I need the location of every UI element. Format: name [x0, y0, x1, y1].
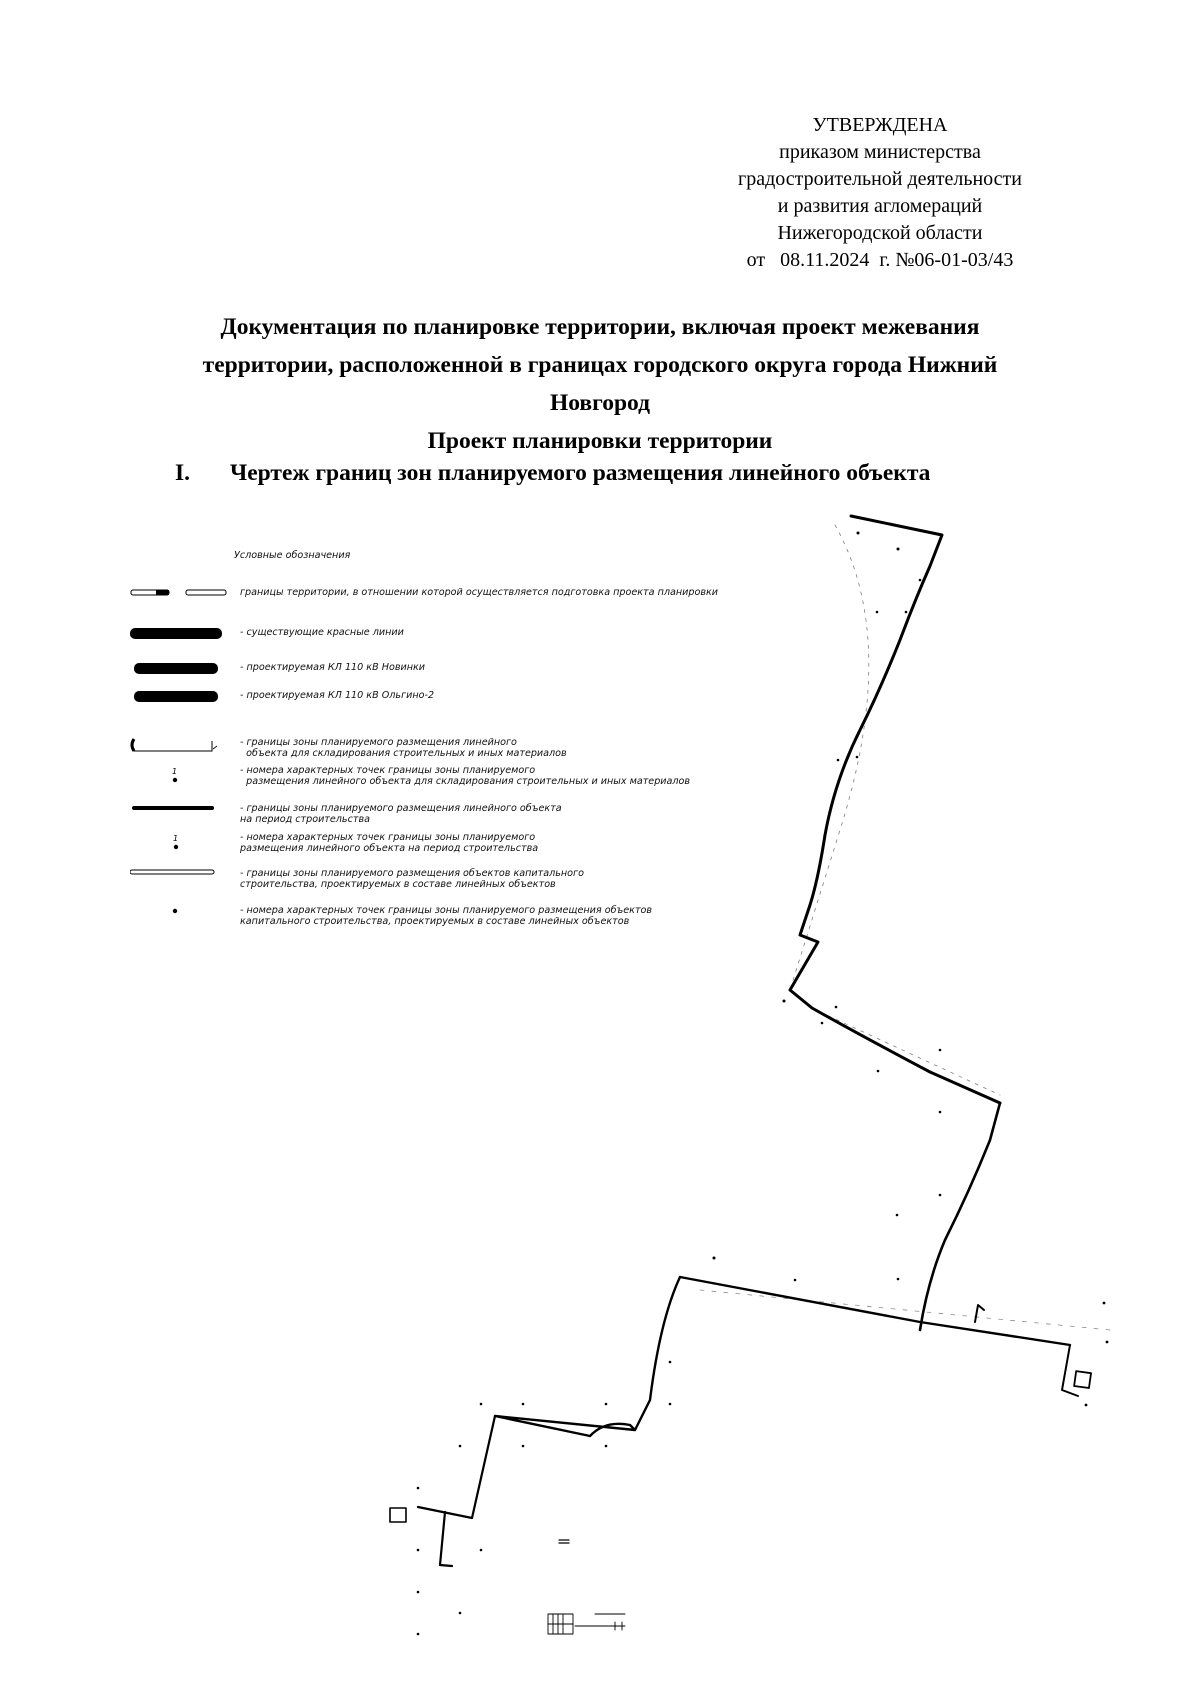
double-dash-mark [558, 1539, 570, 1544]
svg-text:1: 1 [172, 767, 177, 776]
hollow-double-line-icon [129, 868, 240, 882]
title-line: территории, расположенной в границах гор… [202, 352, 998, 378]
structure-square-right [1073, 1370, 1092, 1389]
thick-line-icon [130, 662, 240, 676]
legend-item: 1 - номера характерных точек границы зон… [130, 765, 690, 787]
approval-line: приказом министерства [779, 141, 981, 163]
thick-line-icon [130, 627, 240, 641]
approval-line: градостроительной деятельности [738, 168, 1022, 190]
boundary-line-west [493, 1275, 682, 1438]
legend-item: - проектируемая КЛ 110 кВ Ольгино-2 [130, 690, 434, 704]
svg-text:1: 1 [173, 834, 178, 843]
legend-item: - существующие красные линии [130, 627, 404, 641]
legend-item: - границы зоны планируемого размещения л… [130, 803, 562, 825]
legend-item: 1 - номера характерных точек границы зон… [130, 832, 538, 854]
approval-date-number: от 08.11.2024 г. №06-01-03/43 [746, 249, 1014, 271]
section-number: I. [175, 460, 191, 486]
section-title: Чертеж границ зон планируемого размещени… [230, 460, 931, 486]
numbered-point-icon: 1 [130, 765, 240, 783]
boundary-line-south-horizontal [678, 1275, 1072, 1347]
boundary-stub-mid [974, 1304, 985, 1323]
dot-icon [130, 905, 240, 919]
scale-stamp [547, 1613, 626, 1635]
document-title: Документация по планировке территории, в… [110, 308, 1090, 460]
legend-item: - границы зоны планируемого размещения л… [130, 737, 567, 759]
legend-item: - проектируемая КЛ 110 кВ Новинки [130, 662, 425, 676]
approval-line: и развития агломераций [777, 195, 983, 217]
legend-item: - номера характерных точек границы зоны … [130, 905, 652, 927]
double-line-boundary-icon [130, 587, 240, 601]
approval-heading: УТВЕРЖДЕНА [812, 114, 948, 136]
title-line: Документация по планировке территории, в… [220, 314, 980, 340]
title-line: Новгород [549, 390, 650, 416]
thick-line-icon [130, 690, 240, 704]
legend-title: Условные обозначения [234, 550, 351, 561]
bracket-boundary-icon [130, 737, 240, 752]
numbered-point-icon: 1 [130, 832, 240, 850]
boundary-line-east [918, 1101, 1002, 1332]
legend-item: границы территории, в отношении которой … [130, 587, 718, 601]
section-heading: I. Чертеж границ зон планируемого размеще… [175, 460, 930, 487]
document-subtitle: Проект планировки территории [427, 428, 773, 454]
approval-stamp: УТВЕРЖДЕНА приказом министерства градост… [730, 112, 1030, 274]
solid-line-icon [130, 803, 240, 817]
boundary-line-southwest [416, 1414, 497, 1568]
boundary-line-north [788, 514, 1002, 1105]
boundary-stub-right [1061, 1344, 1079, 1397]
survey-points [416, 531, 1109, 1636]
approval-line: Нижегородской области [777, 222, 983, 244]
legend-item: - границы зоны планируемого размещения о… [129, 868, 584, 890]
structure-square-left [389, 1507, 407, 1523]
